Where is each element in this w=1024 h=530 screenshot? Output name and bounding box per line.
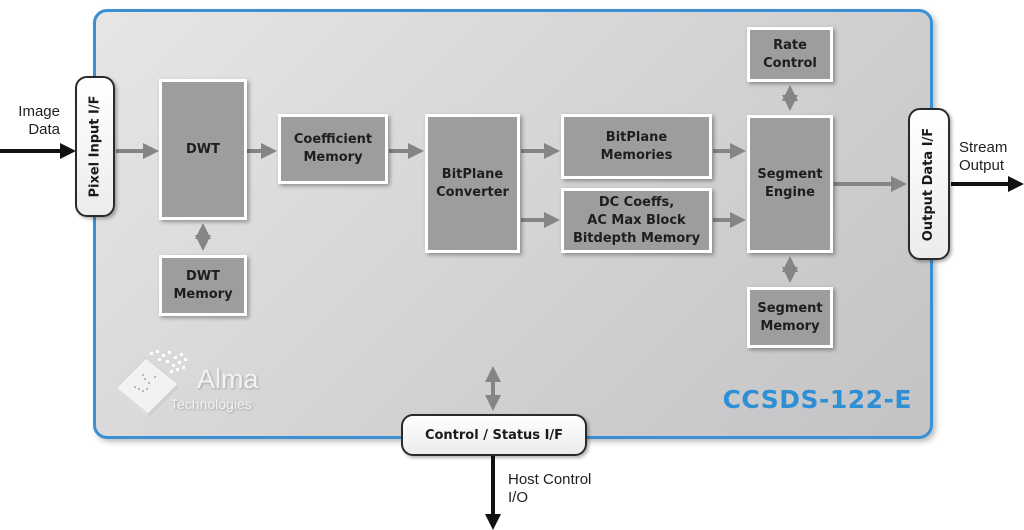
chip-icon <box>115 350 187 418</box>
bitplane-memories-block: BitPlane Memories <box>561 114 712 179</box>
segment-engine-block: Segment Engine <box>747 115 833 253</box>
bitplane-converter-block: BitPlane Converter <box>425 114 520 253</box>
coefficient-memory-block: Coefficient Memory <box>278 114 388 184</box>
dwt-block: DWT <box>159 79 247 220</box>
pixel-input-interface-label: Pixel Input I/F <box>87 95 103 198</box>
core-title: CCSDS-122-E <box>722 385 912 414</box>
pixel-input-interface: Pixel Input I/F <box>75 76 115 217</box>
output-data-interface-label: Output Data I/F <box>921 127 937 241</box>
logo-name: Alma <box>197 364 259 394</box>
dc-coeffs-block: DC Coeffs, AC Max Block Bitdepth Memory <box>561 188 712 253</box>
control-status-interface-label: Control / Status I/F <box>424 427 564 443</box>
segment-memory-block: Segment Memory <box>747 287 833 348</box>
host-control-label: Host Control I/O <box>508 471 592 506</box>
stream-output-label: Stream Output <box>959 139 1008 174</box>
control-status-interface: Control / Status I/F <box>401 414 587 456</box>
image-data-label: Image Data <box>18 103 60 138</box>
alma-logo: Alma Technologies <box>112 348 292 420</box>
dwt-memory-block: DWT Memory <box>159 255 247 316</box>
rate-control-block: Rate Control <box>747 27 833 82</box>
output-data-interface: Output Data I/F <box>908 108 950 260</box>
logo-subtitle: Technologies <box>170 396 252 412</box>
